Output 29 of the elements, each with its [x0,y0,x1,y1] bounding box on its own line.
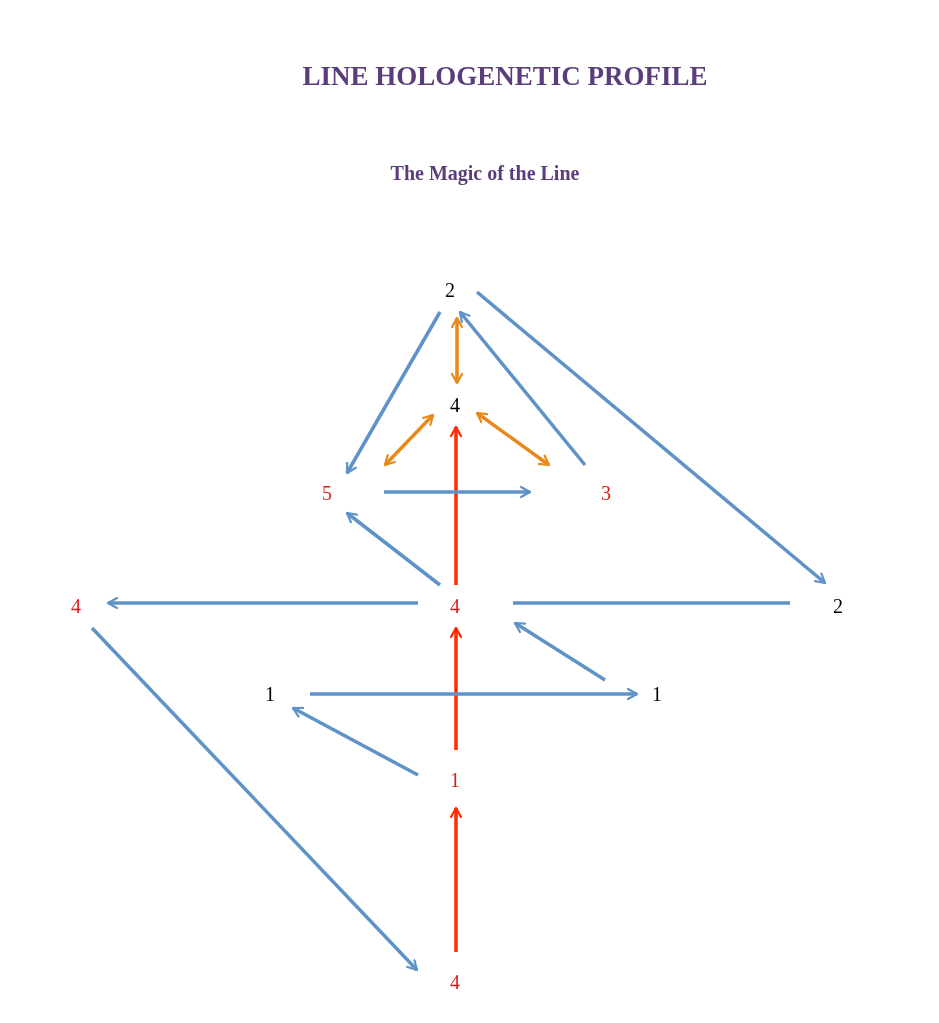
arrow [449,806,463,952]
arrow [449,626,463,750]
arrow [449,425,463,585]
number-label: 1 [439,764,471,796]
arrow [450,316,464,385]
number-label: 2 [822,590,854,622]
arrow [475,290,827,585]
number-label: 5 [311,477,343,509]
diagram-subtitle: The Magic of the Line [389,161,581,187]
number-label: 1 [254,678,286,710]
arrow [345,311,442,475]
arrow [106,596,418,610]
arrow [458,310,587,467]
number-label: 3 [590,477,622,509]
number-label: 4 [439,966,471,998]
number-label: 2 [434,274,466,306]
arrow [291,706,419,777]
number-label: 4 [439,590,471,622]
number-label: 4 [439,389,471,421]
number-label: 1 [641,678,673,710]
diagram-title: LINE HOLOGENETIC PROFILE [301,60,709,93]
arrow [384,485,532,499]
arrow [383,413,435,467]
arrow [475,411,551,467]
arrow [90,626,419,972]
arrow [310,687,639,701]
arrow [345,511,442,587]
number-label: 4 [60,590,92,622]
arrow [513,621,606,682]
